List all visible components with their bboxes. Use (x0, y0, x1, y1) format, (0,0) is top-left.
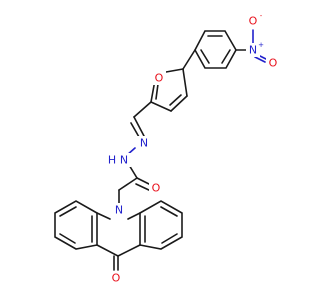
furan-o-label: O (152, 71, 166, 85)
acridone-o: O (112, 272, 121, 285)
acridone-system (54, 200, 183, 271)
nitro-o-top-label: O - (246, 12, 263, 28)
molecule-canvas: O - N + O O N H N O N O (54, 12, 280, 285)
nitro-n: N (249, 44, 257, 57)
nitro-o-top-charge: - (260, 12, 263, 20)
nitro-o-bottom-label: O (266, 56, 280, 70)
furan-o: O (155, 72, 164, 85)
nitro-n-label: N + (246, 41, 264, 57)
nitro-o-top: O (249, 15, 258, 28)
hydrazone-h: H (108, 154, 116, 167)
acridone-o-label: O (109, 271, 123, 285)
amide-o-label: O (149, 181, 163, 195)
nitrophenyl-ring (194, 30, 237, 69)
furan-ring (150, 68, 188, 112)
nitro-n-charge: + (258, 41, 264, 49)
amide-o: O (152, 182, 161, 195)
aryl-furan-bond (182, 49, 196, 70)
hydrazone-n1: N (140, 137, 148, 150)
amide-group (118, 177, 152, 204)
hydrazone-n2: N (120, 154, 128, 167)
hydrazone-n2-label: H N (108, 153, 131, 167)
nitro-o-bottom: O (269, 57, 278, 70)
acridone-n-label: N (112, 203, 126, 217)
molecule-structure: O - N + O O N H N O N O (54, 12, 280, 285)
acridone-n: N (115, 204, 123, 217)
hydrazone-n1-label: N (137, 136, 151, 150)
